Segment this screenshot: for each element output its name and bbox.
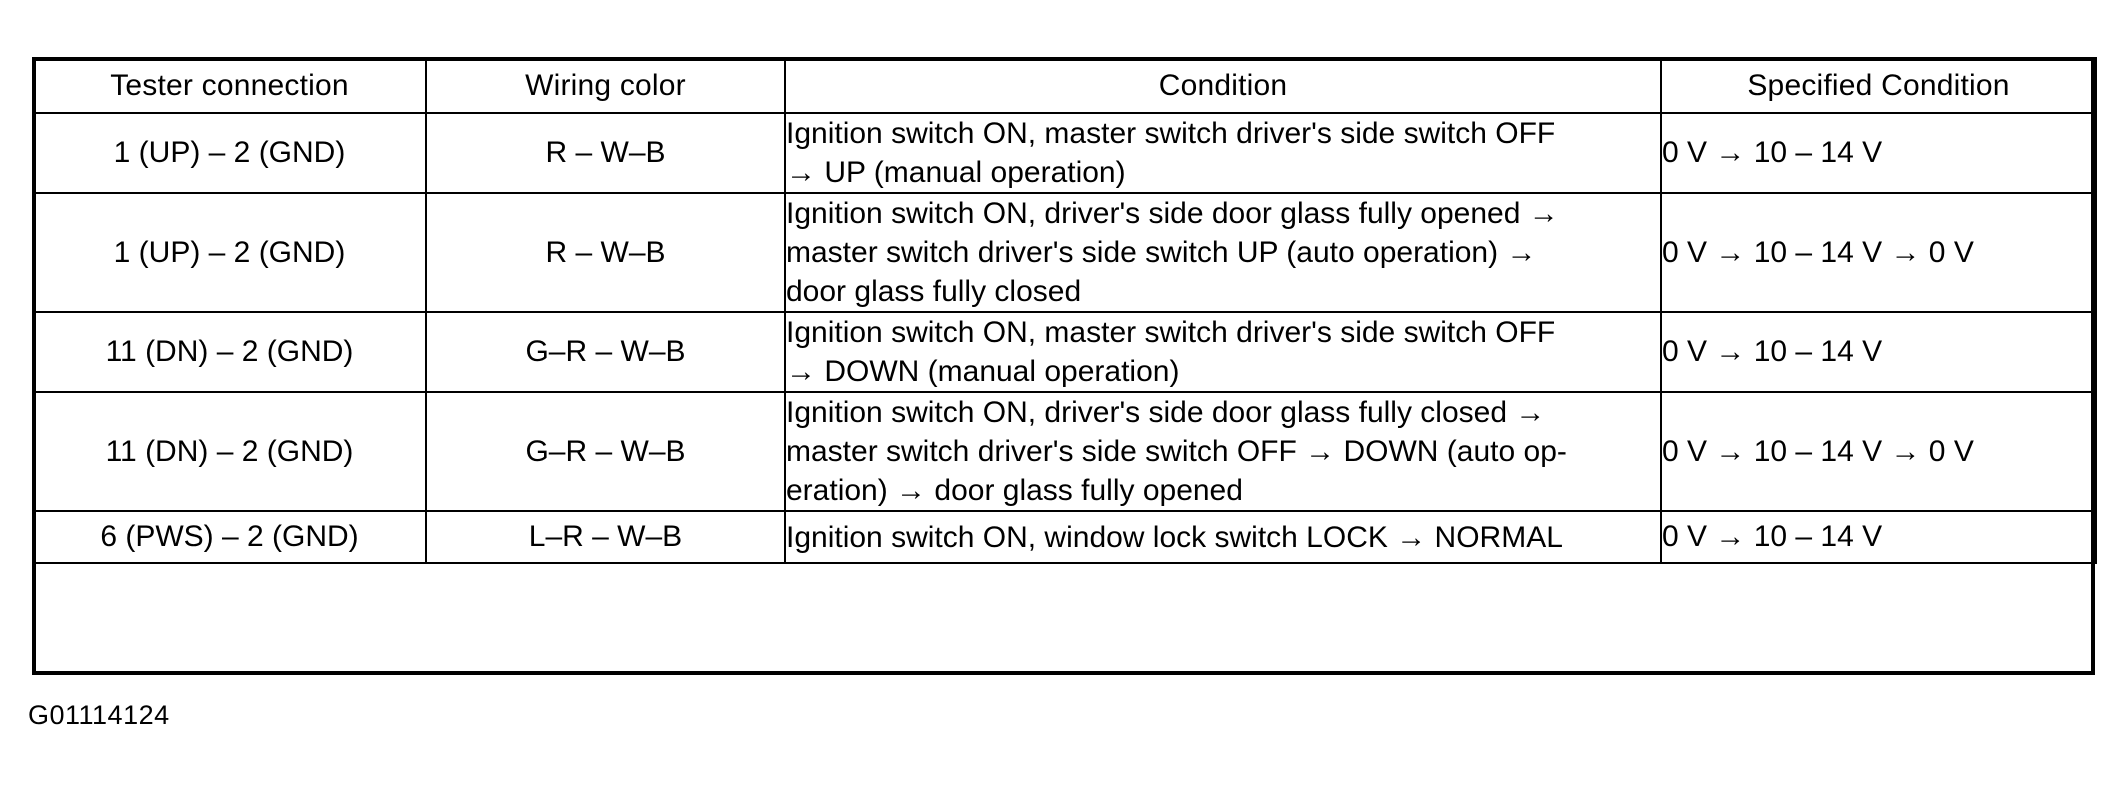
cell-tester-connection: 11 (DN) – 2 (GND) [32,311,427,393]
table-row: 1 (UP) – 2 (GND) R – W–B Ignition switch… [32,192,2097,313]
table-row: 11 (DN) – 2 (GND) G–R – W–B Ignition swi… [32,391,2097,512]
cell-tester-connection: 11 (DN) – 2 (GND) [32,391,427,512]
table-row: 1 (UP) – 2 (GND) R – W–B Ignition switch… [32,112,2097,194]
column-header-tester-connection: Tester connection [32,57,427,114]
cell-specified-condition: 0 V → 10 – 14 V [1660,311,2097,393]
cell-condition: Ignition switch ON, driver's side door g… [784,192,1662,313]
condition-line: eration) → door glass fully opened [786,474,1243,507]
cell-specified-condition: 0 V → 10 – 14 V → 0 V [1660,391,2097,512]
condition-line: Ignition switch ON, window lock switch L… [786,520,1563,554]
condition-line: master switch driver's side switch UP (a… [786,236,1537,269]
cell-specified-condition: 0 V → 10 – 14 V [1660,510,2097,564]
cell-wiring-color: G–R – W–B [425,391,786,512]
cell-wiring-color: G–R – W–B [425,311,786,393]
table-header-row: Tester connection Wiring color Condition… [32,57,2097,114]
condition-line: door glass fully closed [786,275,1082,308]
condition-line: Ignition switch ON, driver's side door g… [786,197,1559,230]
cell-tester-connection: 6 (PWS) – 2 (GND) [32,510,427,564]
column-header-wiring-color: Wiring color [425,57,786,114]
column-header-specified-condition: Specified Condition [1660,57,2097,114]
inspection-specification-table: Tester connection Wiring color Condition… [32,57,2097,564]
cell-condition: Ignition switch ON, window lock switch L… [784,510,1662,564]
condition-line: master switch driver's side switch OFF →… [786,435,1567,468]
cell-wiring-color: R – W–B [425,192,786,313]
cell-specified-condition: 0 V → 10 – 14 V → 0 V [1660,192,2097,313]
cell-tester-connection: 1 (UP) – 2 (GND) [32,112,427,194]
cell-wiring-color: L–R – W–B [425,510,786,564]
cell-tester-connection: 1 (UP) – 2 (GND) [32,192,427,313]
cell-condition: Ignition switch ON, driver's side door g… [784,391,1662,512]
condition-line: Ignition switch ON, master switch driver… [786,316,1556,349]
condition-line: → DOWN (manual operation) [786,355,1180,388]
cell-wiring-color: R – W–B [425,112,786,194]
condition-line: → UP (manual operation) [786,156,1126,189]
table-row: 11 (DN) – 2 (GND) G–R – W–B Ignition swi… [32,311,2097,393]
cell-specified-condition: 0 V → 10 – 14 V [1660,112,2097,194]
condition-line: Ignition switch ON, driver's side door g… [786,396,1546,429]
condition-line: Ignition switch ON, master switch driver… [786,117,1556,150]
column-header-condition: Condition [784,57,1662,114]
figure-caption: G01114124 [28,700,170,730]
table-row: 6 (PWS) – 2 (GND) L–R – W–B Ignition swi… [32,510,2097,564]
cell-condition: Ignition switch ON, master switch driver… [784,311,1662,393]
cell-condition: Ignition switch ON, master switch driver… [784,112,1662,194]
